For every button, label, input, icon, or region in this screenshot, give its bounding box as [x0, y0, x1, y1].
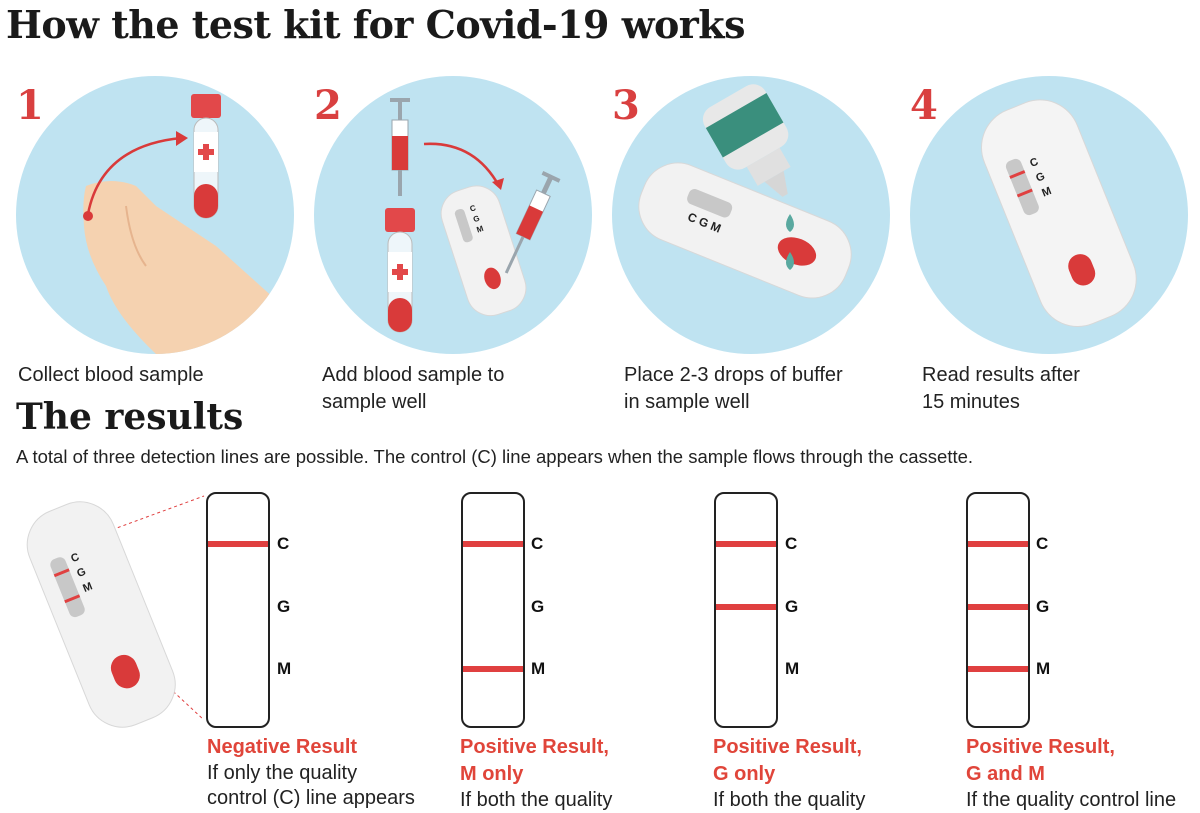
- line-label-m: M: [785, 659, 800, 678]
- cassette-detail-illustration: C G M: [26, 495, 205, 728]
- test-cassette-icon: C G M: [26, 501, 176, 728]
- step-2-number: 2: [314, 82, 342, 129]
- svg-text:G: G: [472, 214, 481, 224]
- cassette-label-m: M: [81, 580, 94, 595]
- result-title-g-and-m: Positive Result, G and M: [966, 734, 1196, 788]
- line-label-g: G: [1036, 597, 1050, 616]
- arrow-icon: [423, 142, 501, 187]
- control-line: [716, 541, 776, 547]
- result-desc-g-only: If both the quality: [713, 788, 943, 813]
- blood-tube-icon: [191, 94, 221, 219]
- line-label-c: C: [531, 534, 544, 553]
- step-1-caption: Collect blood sample: [18, 362, 258, 389]
- line-label-g: G: [531, 597, 545, 616]
- result-title-line: M only: [460, 763, 524, 785]
- control-line: [208, 541, 268, 547]
- step-1-number: 1: [16, 82, 44, 129]
- control-line: [968, 541, 1028, 547]
- line-label-c: C: [277, 534, 290, 553]
- line-label-g: G: [277, 597, 291, 616]
- step-3-illustration: C G M: [612, 76, 890, 354]
- svg-text:C: C: [469, 203, 477, 213]
- svg-text:G: G: [1034, 170, 1046, 184]
- step-4-caption: Read results after 15 minutes: [922, 362, 1162, 416]
- result-title-m-only: Positive Result, M only: [460, 734, 690, 788]
- m-line: [968, 666, 1028, 672]
- line-label-m: M: [531, 659, 546, 678]
- test-cassette-icon: C G M: [981, 99, 1137, 328]
- syringe-icon: [390, 98, 410, 196]
- g-line: [968, 604, 1028, 610]
- caption-line: Add blood sample to: [322, 364, 505, 386]
- arrow-icon: [86, 136, 182, 215]
- line-label-m: M: [277, 659, 292, 678]
- cassette-label-c: C: [69, 551, 81, 565]
- syringe-icon: [504, 171, 561, 274]
- result-desc-line: control (C) line appears: [207, 787, 415, 809]
- result-strip-g-only: [714, 492, 778, 728]
- buffer-bottle-icon: [702, 84, 791, 197]
- line-label-c: C: [1036, 534, 1049, 553]
- blood-tube-icon: [385, 208, 415, 333]
- drop-icon: [786, 214, 794, 232]
- result-desc-negative: If only the quality control (C) line app…: [207, 761, 437, 811]
- step-2-illustration: C G M: [314, 76, 592, 354]
- result-desc-line: If only the quality: [207, 762, 358, 784]
- result-strip-g-and-m: [966, 492, 1030, 728]
- result-title-line: Positive Result,: [713, 736, 862, 758]
- step-1-illustration: [16, 76, 294, 354]
- svg-text:M: M: [1040, 185, 1053, 200]
- step-3-number: 3: [612, 82, 640, 129]
- caption-line: in sample well: [624, 391, 750, 413]
- step-3-caption: Place 2-3 drops of buffer in sample well: [624, 362, 864, 416]
- result-title-line: G and M: [966, 763, 1045, 785]
- caption-line: Read results after: [922, 364, 1080, 386]
- result-strip-m-only: [461, 492, 525, 728]
- caption-line: Place 2-3 drops of buffer: [624, 364, 843, 386]
- result-title-g-only: Positive Result, G only: [713, 734, 943, 788]
- result-title-line: Negative Result: [207, 736, 358, 758]
- line-label-g: G: [785, 597, 799, 616]
- test-cassette-icon: C G M: [440, 185, 527, 317]
- g-line: [716, 604, 776, 610]
- svg-text:M: M: [476, 224, 485, 235]
- result-title-line: Positive Result,: [460, 736, 609, 758]
- result-title-line: G only: [713, 763, 776, 785]
- result-title-line: Positive Result,: [966, 736, 1115, 758]
- result-desc-m-only: If both the quality: [460, 788, 690, 813]
- result-desc-line: If both the quality: [460, 789, 613, 811]
- result-desc-line: If the quality control line: [966, 789, 1177, 811]
- caption-line: Collect blood sample: [18, 364, 204, 386]
- hand-icon: [83, 181, 294, 354]
- svg-text:C: C: [1028, 156, 1040, 170]
- line-label-m: M: [1036, 659, 1051, 678]
- drop-icon: [786, 252, 794, 270]
- finger-drop-icon: [83, 211, 93, 221]
- result-desc-g-and-m: If the quality control line: [966, 788, 1196, 813]
- caption-line: sample well: [322, 391, 427, 413]
- result-desc-line: If both the quality: [713, 789, 866, 811]
- step-4-number: 4: [910, 82, 938, 129]
- step-4-illustration: C G M: [910, 76, 1188, 354]
- result-title-negative: Negative Result: [207, 734, 437, 761]
- caption-line: 15 minutes: [922, 391, 1020, 413]
- page-title: How the test kit for Covid-19 works: [6, 2, 746, 47]
- result-strip-negative: [206, 492, 270, 728]
- results-title: The results: [16, 396, 244, 438]
- line-label-c: C: [785, 534, 798, 553]
- step-2-caption: Add blood sample to sample well: [322, 362, 562, 416]
- results-subtitle: A total of three detection lines are pos…: [16, 446, 974, 467]
- m-line: [463, 666, 523, 672]
- cassette-label-g: G: [75, 566, 87, 580]
- control-line: [463, 541, 523, 547]
- test-cassette-icon: C G M: [638, 162, 852, 299]
